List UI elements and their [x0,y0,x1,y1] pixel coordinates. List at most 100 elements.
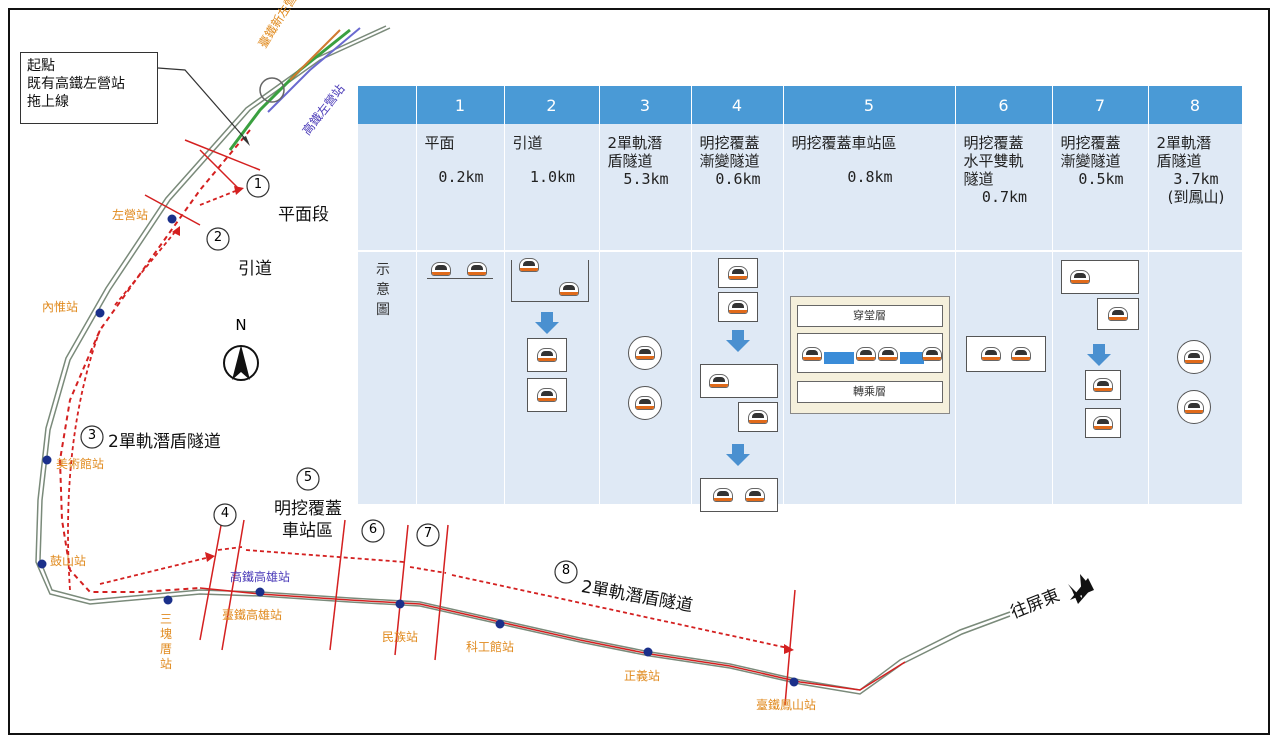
station-label-minzu: 民族站 [382,630,419,644]
tunnel-box [965,336,1046,372]
segment-label-1: 平面段 [278,205,329,225]
train-icon [712,488,733,502]
segment-label-2: 引道 [238,259,272,279]
arrow-heads [172,186,794,654]
train-icon [536,388,557,402]
tunnel-box [737,402,778,432]
train-icon [855,347,876,361]
tunnel-box [526,378,567,412]
station-label-zuoying: 左營站 [112,208,149,222]
segment-num-6: 6 [368,522,378,537]
station-dots [37,214,799,687]
segment-name: 明挖覆蓋車站區 [791,134,897,152]
segment-length: 1.0km [529,168,576,186]
segment-table: 1 2 3 4 5 6 7 8 平面 0.2km 引道 1.0km 2單軌潛 盾隧道… [358,86,1243,516]
segment-length: 0.5km [1078,170,1124,188]
diagram-cell-3 [599,251,692,516]
train-icon [1183,350,1204,364]
diagram-cell-2 [504,251,600,516]
name-cell: 引道 1.0km [504,124,600,252]
train-icon [727,266,748,280]
diagram-label-char: 示 [376,262,390,278]
segment-name: 明挖覆蓋 漸變隧道 [1060,134,1121,170]
station-label-zhengyi: 正義站 [624,669,661,683]
shield-tunnel-circle [1176,390,1211,424]
tunnel-box [1060,260,1139,294]
diagram-label-char: 圖 [376,302,390,318]
header-cell: 5 [783,86,956,124]
train-icon [634,396,655,410]
segment-length: 5.3km [623,170,669,188]
station-label-tra-kaohsiung: 臺鐵高雄站 [222,608,283,622]
transfer-level: 轉乘層 [796,381,943,403]
segment-length: 0.7km [981,188,1028,206]
platform-level [796,333,943,373]
shield-tunnel-circle [627,336,662,370]
concourse-level: 穿堂層 [796,305,943,327]
tunnel-box [699,478,778,512]
name-cell [358,124,417,252]
segment-table-grid: 1 2 3 4 5 6 7 8 平面 0.2km 引道 1.0km 2單軌潛 盾隧道… [358,86,1243,516]
segment-num-4: 4 [220,506,230,521]
segment-name: 2單軌潛 盾隧道 [607,134,663,170]
station-label-sankuaicuo: 三塊厝站 [160,612,173,671]
train-icon [1069,270,1090,284]
header-cell: 7 [1052,86,1149,124]
segment-name: 平面 [424,134,455,152]
station-section: 穿堂層 轉乘層 [789,296,950,414]
train-icon [727,300,748,314]
segment-label-5-line1: 明挖覆蓋 [274,499,342,519]
header-cell [358,86,417,124]
train-icon [1010,347,1031,361]
diagram-cell-5: 穿堂層 轉乘層 [783,251,956,516]
segment-num-5: 5 [303,470,313,485]
station-label-hsr-kaohsiung: 高鐵高雄站 [230,570,291,584]
tunnel-box [717,258,758,288]
tunnel-box [526,338,567,372]
header-cell: 4 [691,86,784,124]
train-icon [744,488,765,502]
tunnel-box [1096,298,1139,330]
train-icon [980,347,1001,361]
diagram-cell-8 [1148,251,1243,516]
approach-outline [510,260,589,302]
segment-length: 0.2km [438,168,484,186]
train-icon [536,348,557,362]
segment-name: 2單軌潛 盾隧道 [1156,134,1212,170]
station-label-science-museum: 科工館站 [466,640,515,654]
train-icon [430,262,451,276]
segment-label-3: 2單軌潛盾隧道 [108,432,221,452]
train-icon [921,347,942,361]
segment-label-5-line2: 車站區 [282,521,333,541]
callout-line-1: 起點 [27,58,55,74]
train-icon [1092,378,1113,392]
segment-name: 引道 [512,134,543,152]
segment-num-3: 3 [87,428,97,443]
header-row: 1 2 3 4 5 6 7 8 [358,86,1243,124]
station-label-tra-fengshan: 臺鐵鳳山站 [756,698,817,712]
segment-name: 明挖覆蓋 漸變隧道 [699,134,760,170]
ground-line [426,278,493,279]
segment-length: 3.7km [1173,170,1219,188]
train-icon [708,374,729,388]
platform-icon [899,352,924,364]
tunnel-box [1084,408,1121,438]
train-icon [634,346,655,360]
platform-icon [823,352,854,364]
diagram-label-cell: 示意圖 [358,251,417,516]
segment-num-7: 7 [423,526,433,541]
segment-length: 0.6km [715,170,761,188]
tunnel-box [699,364,778,398]
diagram-label-char: 意 [376,282,390,298]
segment-num-8: 8 [561,563,571,578]
station-label-museum: 美術館站 [56,457,105,471]
diagram-cell-7 [1052,251,1149,516]
diagram-row: 示意圖 [358,251,1243,516]
header-cell: 2 [504,86,600,124]
segment-num-1: 1 [253,177,263,192]
north-arrow-icon [223,345,259,381]
station-label-gushan: 鼓山站 [50,554,87,568]
